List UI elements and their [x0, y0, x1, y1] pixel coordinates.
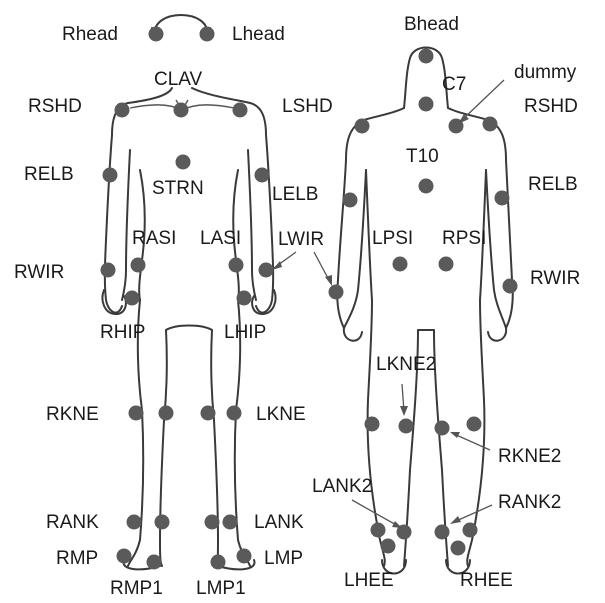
label-rmp1: RMP1: [110, 578, 163, 599]
label-bhead: Bhead: [404, 14, 459, 35]
marker-rmp1: [147, 555, 162, 570]
label-lank2: LANK2: [312, 476, 372, 497]
label-rank2: RANK2: [498, 492, 561, 513]
label-lmp1: LMP1: [196, 578, 246, 599]
marker-rshd-front: [115, 103, 130, 118]
label-rpsi: RPSI: [442, 228, 486, 249]
marker-rkne-inner: [159, 406, 174, 421]
marker-lshd-back: [355, 119, 370, 134]
marker-lank2-outer: [371, 523, 386, 538]
label-lwir: LWIR: [278, 229, 324, 250]
label-lank: LANK: [254, 512, 304, 533]
marker-lmp: [237, 549, 252, 564]
marker-relb-back: [495, 191, 510, 206]
label-rasi: RASI: [132, 228, 176, 249]
label-rhead: Rhead: [62, 24, 118, 45]
label-lkne2: LKNE2: [376, 354, 436, 375]
label-lshd: LSHD: [282, 96, 333, 117]
marker-lshd: [233, 103, 248, 118]
label-rmp: RMP: [56, 548, 98, 569]
markers-front: [101, 27, 274, 570]
marker-lelb-back: [343, 193, 358, 208]
marker-lkne2-outer: [365, 417, 380, 432]
marker-rkne-outer: [129, 406, 144, 421]
labels: Rhead Lhead CLAV RSHD LSHD RELB STRN LEL…: [14, 14, 580, 599]
label-lmp: LMP: [264, 548, 303, 569]
marker-rank2-outer: [463, 523, 478, 538]
label-lpsi: LPSI: [372, 228, 413, 249]
marker-rhee: [451, 541, 466, 556]
marker-rank-inner: [155, 515, 170, 530]
marker-lhip: [237, 291, 252, 306]
marker-rkne2-outer: [467, 417, 482, 432]
marker-lasi: [229, 258, 244, 273]
label-lhip: LHIP: [224, 322, 266, 343]
marker-lpsi: [393, 257, 408, 272]
marker-lhee: [381, 539, 396, 554]
label-t10: T10: [406, 146, 439, 167]
label-lkne: LKNE: [256, 404, 306, 425]
marker-rhead: [149, 27, 164, 42]
label-rank: RANK: [46, 512, 99, 533]
label-relb-back: RELB: [528, 174, 578, 195]
marker-rank-outer: [127, 515, 142, 530]
label-rwir-front: RWIR: [14, 262, 64, 283]
marker-rwir-front: [101, 263, 116, 278]
marker-bhead: [419, 49, 434, 64]
marker-rshd-back: [483, 117, 498, 132]
label-rkne2: RKNE2: [498, 446, 561, 467]
arrows: [272, 80, 504, 528]
label-lhead: Lhead: [232, 24, 285, 45]
marker-relb-front: [103, 168, 118, 183]
label-rhip: RHIP: [100, 322, 145, 343]
marker-rhip: [125, 291, 140, 306]
marker-rasi: [131, 258, 146, 273]
label-dummy: dummy: [514, 62, 577, 83]
marker-lwir: [259, 263, 274, 278]
marker-lmp1: [211, 555, 226, 570]
marker-lkne-outer: [227, 406, 242, 421]
label-rwir-back: RWIR: [530, 268, 580, 289]
marker-t10: [419, 179, 434, 194]
label-relb-front: RELB: [24, 164, 74, 185]
marker-rkne2-inner: [435, 421, 450, 436]
label-lelb: LELB: [272, 184, 318, 205]
marker-lelb: [255, 168, 270, 183]
label-rhee: RHEE: [460, 570, 513, 591]
marker-lkne-inner: [201, 406, 216, 421]
marker-lank-outer: [223, 515, 238, 530]
label-lasi: LASI: [200, 228, 241, 249]
label-strn: STRN: [152, 178, 204, 199]
marker-rpsi: [439, 257, 454, 272]
front-torso-outline: [105, 88, 273, 313]
marker-rmp: [117, 549, 132, 564]
marker-lank-inner: [205, 515, 220, 530]
label-rkne: RKNE: [46, 404, 99, 425]
label-lhee: LHEE: [344, 570, 394, 591]
marker-clav: [174, 103, 189, 118]
marker-c7: [419, 97, 434, 112]
marker-lwir-back: [329, 285, 344, 300]
marker-strn: [176, 155, 191, 170]
label-c7: C7: [442, 74, 466, 95]
label-clav: CLAV: [154, 69, 203, 90]
marker-rwir-back: [503, 279, 518, 294]
label-rshd-back: RSHD: [524, 96, 578, 117]
marker-lhead: [200, 27, 215, 42]
label-rshd-front: RSHD: [28, 96, 82, 117]
marker-rank2-inner: [435, 525, 450, 540]
marker-lkne2-inner: [399, 419, 414, 434]
